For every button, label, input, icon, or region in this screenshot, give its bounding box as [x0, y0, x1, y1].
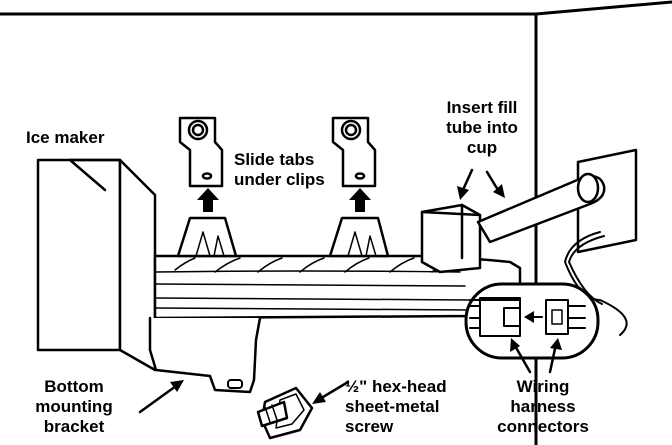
label-wiring-line-2: harness [510, 397, 576, 416]
screw-arrow [312, 380, 350, 404]
label-bottom-bracket-line-2: mounting [35, 397, 113, 416]
ice-maker-housing [36, 158, 157, 372]
label-bottom-bracket-line-1: Bottom [44, 377, 104, 396]
label-fill-tube-line-1: Insert fill [446, 98, 518, 117]
label-bottom-bracket: Bottom mounting bracket [24, 377, 124, 437]
fill-tube-arrows [457, 168, 505, 200]
wiring-connector-callout [464, 282, 600, 360]
label-bottom-bracket-line-3: bracket [43, 417, 105, 436]
label-wiring-line-1: Wiring [516, 377, 570, 396]
fill-tube [476, 172, 606, 244]
label-fill-tube: Insert fill tube into cup [428, 98, 536, 158]
label-screw: ½" hex-head sheet-metal screw [345, 377, 447, 437]
slide-arrow-right [349, 188, 371, 212]
label-fill-tube-line-3: cup [466, 138, 498, 157]
bottom-mounting-bracket [148, 316, 262, 394]
mounting-tab-right [328, 216, 390, 258]
label-screw-line-1: ½" hex-head [345, 377, 447, 396]
slide-arrow-left [197, 188, 219, 212]
wiring-arrows [510, 338, 562, 374]
label-fill-tube-line-2: tube into [446, 118, 518, 137]
label-screw-line-3: screw [345, 417, 394, 436]
mounting-tab-left [176, 216, 238, 258]
bracket-arrow [138, 380, 184, 414]
label-slide-tabs-line-2: under clips [234, 170, 325, 189]
clip-left [178, 116, 224, 188]
label-slide-tabs: Slide tabs under clips [234, 150, 325, 190]
label-ice-maker: Ice maker [26, 128, 104, 148]
fill-cup [420, 203, 482, 274]
label-slide-tabs-line-1: Slide tabs [234, 150, 315, 169]
label-ice-maker-text: Ice maker [26, 128, 105, 147]
label-screw-line-2: sheet-metal [345, 397, 440, 416]
clip-right [331, 116, 377, 188]
hex-head-screw [256, 386, 314, 440]
label-wiring: Wiring harness connectors [478, 377, 608, 437]
label-wiring-line-3: connectors [497, 417, 589, 436]
